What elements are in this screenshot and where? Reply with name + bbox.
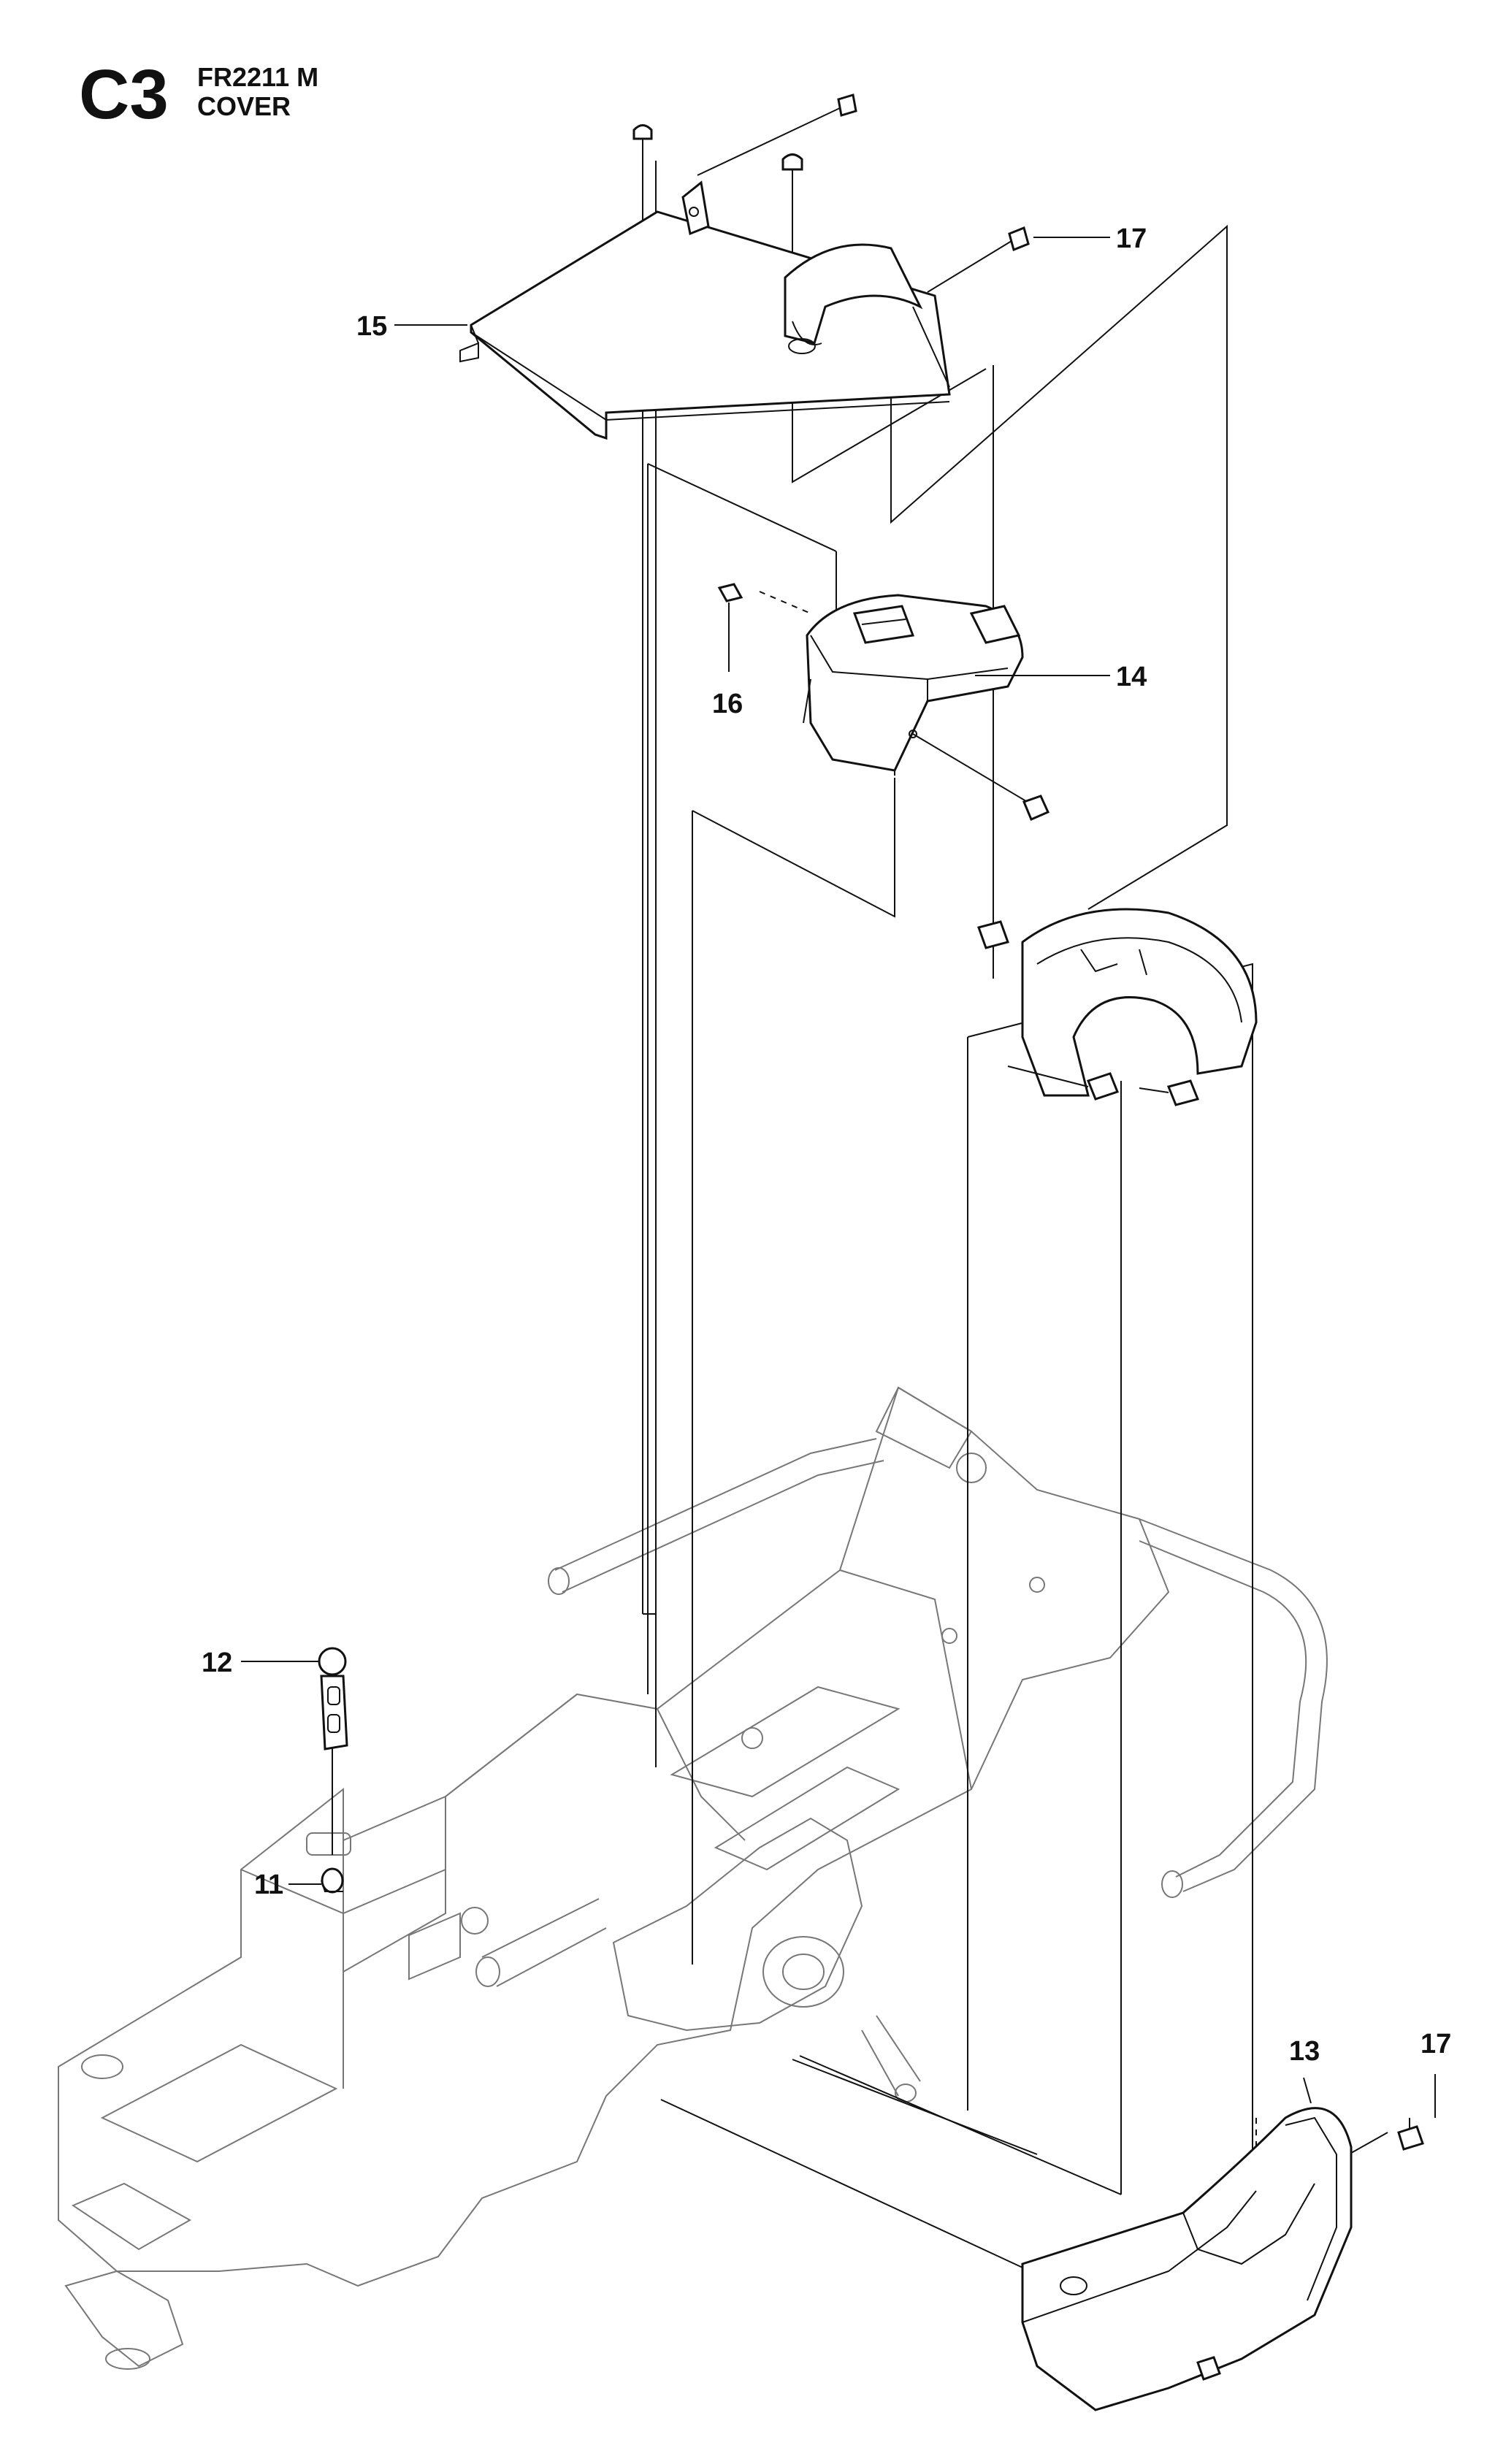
callout-14: 14	[1116, 662, 1147, 692]
alignment-lines	[332, 131, 1388, 2367]
part-11-knob	[321, 1867, 344, 1894]
callout-12: 12	[202, 1648, 233, 1678]
model-number: FR2211 M	[197, 62, 319, 92]
callout-13: 13	[1289, 2036, 1320, 2067]
fastener-housing	[912, 733, 1049, 821]
part-12-latch	[318, 1647, 348, 1751]
callout-17-bottom: 17	[1421, 2029, 1452, 2059]
callout-16: 16	[712, 689, 743, 719]
part-16-clip	[717, 583, 743, 602]
part-13-lower-cover	[1021, 2107, 1424, 2411]
callout-11: 11	[254, 1870, 284, 1900]
pulley-guard	[977, 908, 1258, 1106]
chassis-frame	[58, 1386, 1328, 2370]
callout-17-top: 17	[1116, 223, 1147, 254]
section-name: COVER	[197, 91, 291, 121]
part-14-housing	[803, 594, 1024, 772]
fasteners-top	[632, 93, 1030, 293]
callout-leaders	[241, 237, 1436, 2118]
part-15-top-cover	[459, 180, 951, 440]
callout-15: 15	[356, 311, 388, 342]
section-code: C3	[79, 56, 169, 134]
